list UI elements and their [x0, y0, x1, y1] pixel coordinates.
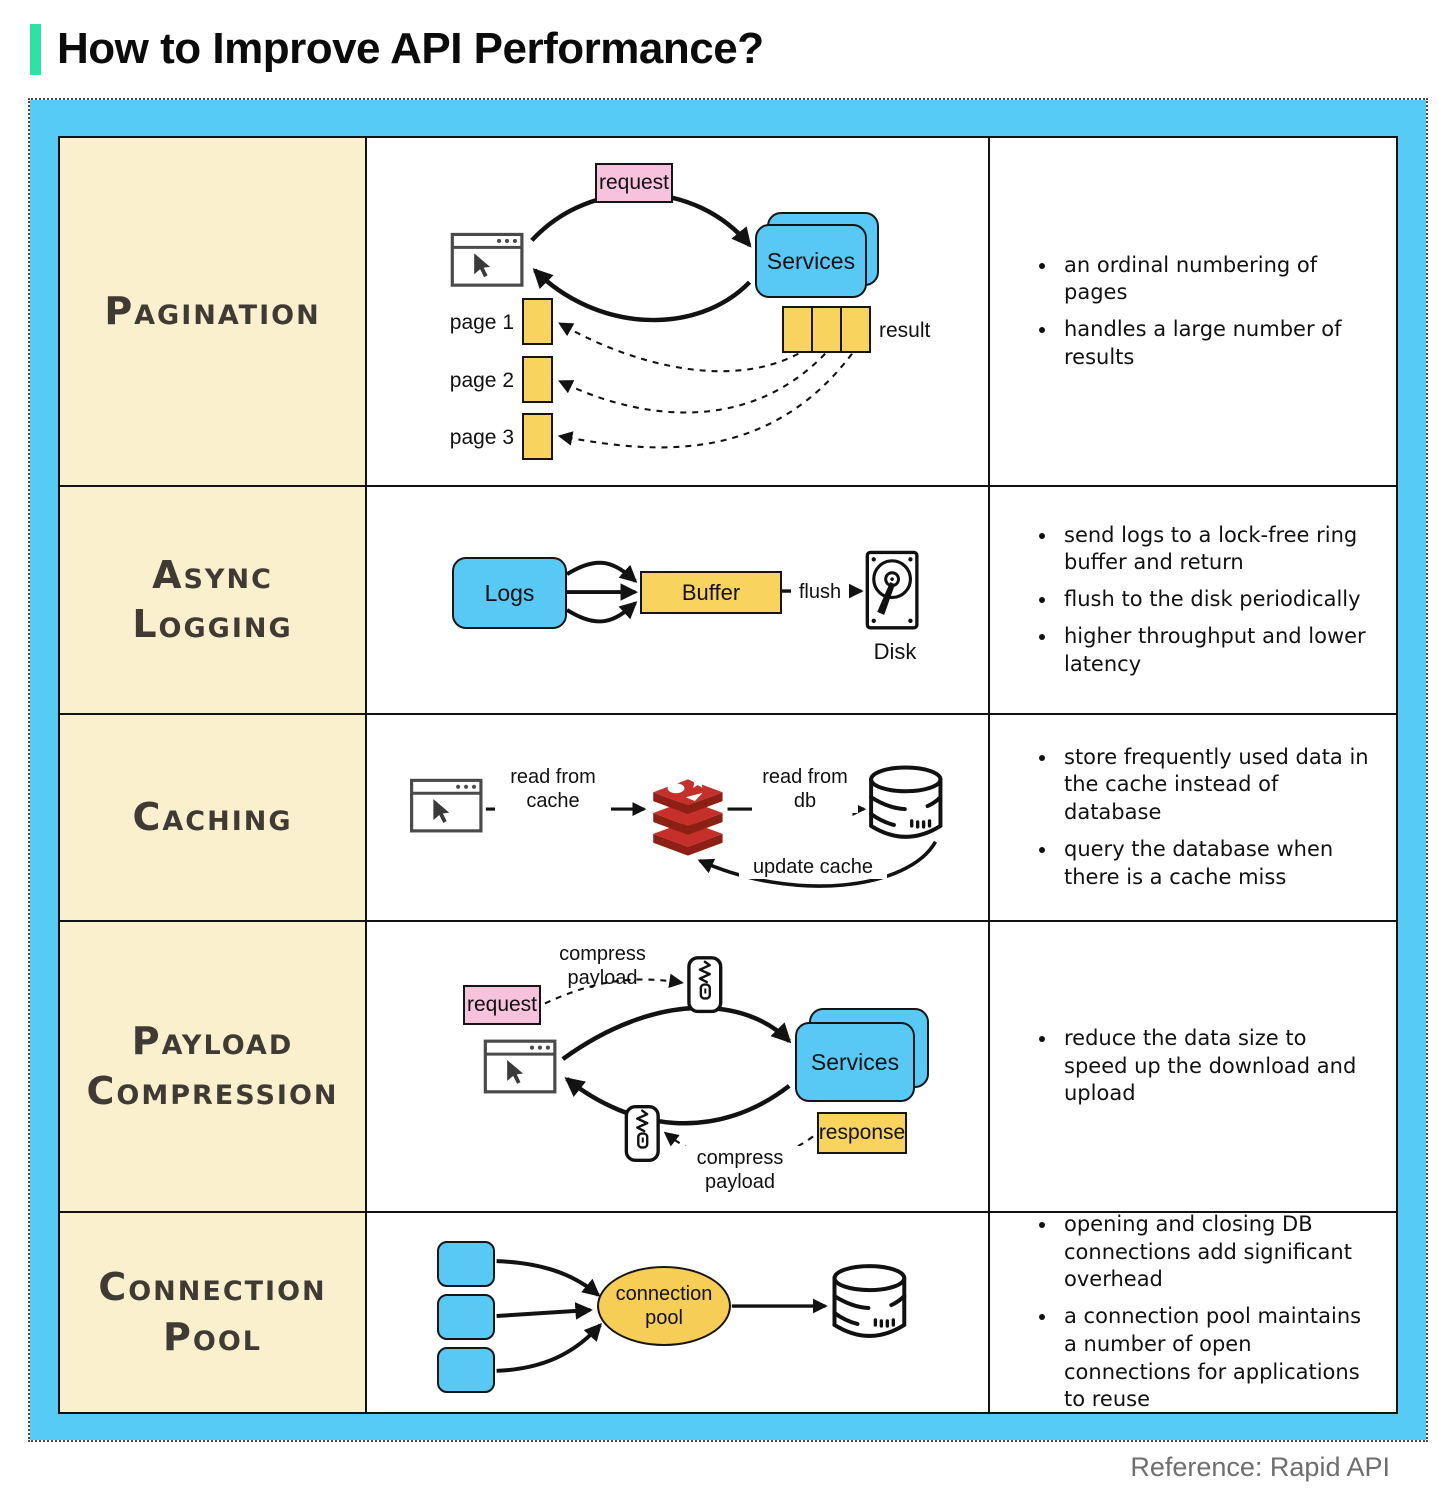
page1-label: page 1 [449, 311, 514, 334]
bullet: handles a large number of results [1058, 316, 1372, 371]
row-title: Async Logging [132, 552, 293, 646]
client-box-3 [437, 1347, 495, 1393]
browser-icon [450, 232, 524, 287]
row-pagination-notes: an ordinal numbering of pages handles a … [990, 138, 1396, 487]
result-cell [811, 306, 842, 353]
bullet: store frequently used data in the cache … [1058, 744, 1372, 827]
buffer-box: Buffer [640, 571, 782, 614]
row-async-logging-title-cell: Async Logging [60, 487, 367, 715]
update-cache-label: update cache [739, 855, 887, 879]
result-cells [782, 306, 871, 353]
page-header: How to Improve API Performance? [30, 24, 764, 75]
caching-arrows [410, 765, 943, 888]
row-connection-pool-notes: opening and closing DB connections add s… [990, 1211, 1396, 1414]
row-pagination-diagram: request Services result page 1 page 2 pa… [367, 138, 990, 487]
result-label: result [879, 319, 931, 342]
connection-pool-arrows [496, 1259, 907, 1373]
zip-icon-bottom [624, 1105, 660, 1163]
compress-payload-bottom-label: compress payload [667, 1146, 813, 1194]
page3-label: page 3 [449, 426, 514, 449]
reference-note: Reference: Rapid API [1130, 1452, 1390, 1482]
page2-label: page 2 [449, 369, 514, 392]
bullet: a connection pool maintains a number of … [1058, 1303, 1372, 1414]
row-payload-compression-diagram: compress payload request Services respon… [367, 922, 990, 1213]
row-async-logging-notes: send logs to a lock-free ring buffer and… [990, 487, 1396, 715]
page-title: How to Improve API Performance? [57, 24, 764, 73]
row-caching-notes: store frequently used data in the cache … [990, 715, 1396, 922]
blue-frame: Pagination request Services result [28, 98, 1428, 1442]
row-title: Pagination [104, 288, 321, 333]
row-connection-pool-diagram: connection pool [367, 1213, 990, 1412]
browser-icon [410, 778, 483, 833]
row-pagination-title-cell: Pagination [60, 138, 367, 487]
read-from-cache-label: read from cache [495, 765, 611, 813]
table: Pagination request Services result [58, 136, 1398, 1414]
bullet: query the database when there is a cache… [1058, 836, 1372, 891]
database-icon [869, 765, 943, 839]
logs-box: Logs [452, 557, 567, 629]
bullet: an ordinal numbering of pages [1058, 252, 1372, 307]
zip-icon-top [687, 956, 723, 1014]
client-box-2 [437, 1294, 495, 1340]
request-box: request [463, 985, 541, 1025]
row-caching-title-cell: Caching [60, 715, 367, 922]
bullet: flush to the disk periodically [1058, 586, 1372, 614]
redis-icon [653, 774, 723, 856]
page1-rect [522, 298, 553, 345]
row-title: Payload Compression [86, 1019, 339, 1113]
bullet: send logs to a lock-free ring buffer and… [1058, 522, 1372, 577]
result-cell [840, 306, 871, 353]
connection-pool-ellipse: connection pool [597, 1266, 731, 1346]
read-from-db-label: read from db [752, 765, 858, 813]
page3-rect [522, 413, 553, 460]
database-icon [832, 1264, 907, 1338]
services-box: Services [755, 224, 867, 298]
row-title: Caching [132, 794, 293, 839]
browser-icon [483, 1039, 557, 1094]
row-payload-compression-notes: reduce the data size to speed up the dow… [990, 922, 1396, 1213]
request-box: request [595, 163, 673, 203]
disk-label: Disk [873, 639, 917, 664]
row-caching-diagram: read from cache read from db update cach… [367, 715, 990, 922]
bullet: higher throughput and lower latency [1058, 623, 1372, 678]
page2-rect [522, 356, 553, 403]
row-payload-compression-title-cell: Payload Compression [60, 922, 367, 1213]
row-title: Connection Pool [98, 1265, 327, 1359]
compress-payload-top-label: compress payload [559, 943, 646, 989]
row-async-logging-diagram: Logs Buffer flush Disk [367, 487, 990, 715]
result-cell [782, 306, 813, 353]
bullet: opening and closing DB connections add s… [1058, 1211, 1372, 1294]
title-accent-bar [30, 24, 41, 75]
flush-label: flush [791, 580, 849, 604]
services-box: Services [795, 1022, 915, 1102]
row-connection-pool-title-cell: Connection Pool [60, 1213, 367, 1412]
response-box: response [817, 1112, 907, 1154]
client-box-1 [437, 1241, 495, 1287]
bullet: reduce the data size to speed up the dow… [1058, 1025, 1372, 1108]
disk-icon [865, 550, 919, 630]
